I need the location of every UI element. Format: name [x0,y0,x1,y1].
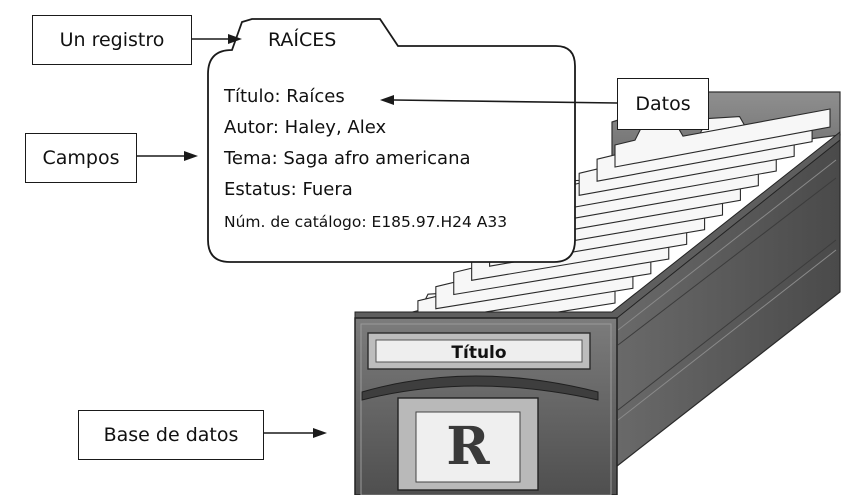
arrow-record [192,34,242,44]
data-label: Datos [617,78,709,130]
arrow-data [380,95,618,105]
arrows [137,34,618,438]
card-line-catalog: Núm. de catálogo: E185.97.H24 A33 [224,213,508,231]
drawer-letter: R [446,416,490,477]
database-label: Base de datos [78,410,264,460]
record-label: Un registro [32,15,192,65]
arrow-database [264,428,327,438]
card-line-subject: Tema: Saga afro americana [224,148,471,169]
drawer-front [354,317,618,495]
fields-label: Campos [25,133,137,183]
card-line-status: Estatus: Fuera [224,179,353,200]
card-line-author: Autor: Haley, Alex [224,117,387,138]
drawer-label-text: Título [451,343,507,363]
record-card [207,18,576,263]
card-tab-title: RAÍCES [268,29,337,51]
arrow-fields [137,151,198,161]
card-line-title: Título: Raíces [224,86,345,107]
